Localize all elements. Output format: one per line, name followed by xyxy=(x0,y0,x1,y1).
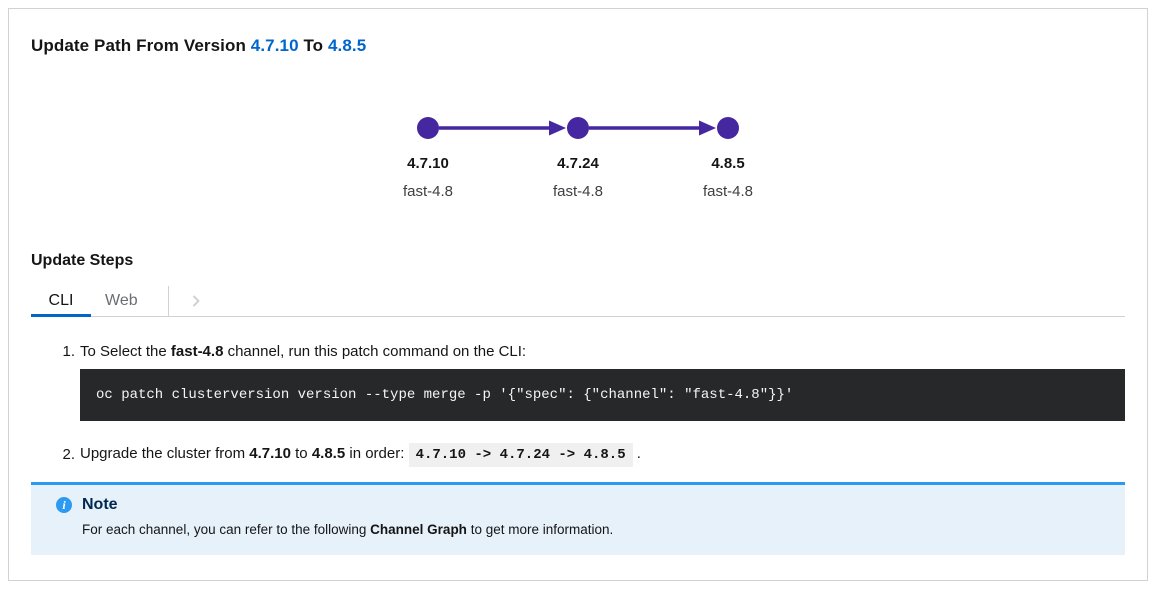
upgrade-order-inline-code: 4.7.10 -> 4.7.24 -> 4.8.5 xyxy=(408,443,633,467)
chevron-right-icon xyxy=(193,295,200,307)
graph-channel-labels: fast-4.8 fast-4.8 fast-4.8 xyxy=(353,183,803,200)
note-body-post: to get more information. xyxy=(466,522,614,537)
graph-node-version: 4.7.24 xyxy=(557,155,599,172)
note-body-pre: For each channel, you can refer to the f… xyxy=(82,522,371,537)
info-circle-icon: i xyxy=(56,497,72,513)
graph-node-3-icon xyxy=(717,117,739,139)
title-prefix: Update Path From Version xyxy=(31,36,251,55)
title-to-version: 4.8.5 xyxy=(328,36,367,55)
step-2-number: 2. xyxy=(62,446,75,463)
graph-node-2-icon xyxy=(567,117,589,139)
graph-arrowhead-2-icon xyxy=(699,120,716,136)
graph-node-version: 4.8.5 xyxy=(711,155,745,172)
page-title: Update Path From Version 4.7.10 To 4.8.5 xyxy=(31,35,1125,57)
note-body: For each channel, you can refer to the f… xyxy=(82,521,1109,539)
steps-tab-bar: CLI Web xyxy=(31,286,1125,317)
step-1: 1. To Select the fast-4.8 channel, run t… xyxy=(31,341,1125,362)
step-2-from-version: 4.7.10 xyxy=(249,445,291,462)
note-channel-graph-label: Channel Graph xyxy=(370,522,467,537)
tab-cli[interactable]: CLI xyxy=(31,286,91,317)
note-alert: i Note For each channel, you can refer t… xyxy=(31,482,1125,555)
patch-command-text: oc patch clusterversion version --type m… xyxy=(96,387,794,403)
note-header: i Note xyxy=(47,496,1109,514)
step-1-text: To Select the fast-4.8 channel, run this… xyxy=(80,341,1125,362)
tab-scroll-right-button[interactable] xyxy=(167,286,224,316)
step-2-text-post: in order: xyxy=(345,445,409,462)
update-path-graph: 4.7.10 4.7.24 4.8.5 fast-4.8 fast-4.8 fa… xyxy=(353,115,803,200)
graph-arrowhead-1-icon xyxy=(549,120,566,136)
step-1-number: 1. xyxy=(62,343,75,360)
step-1-text-pre: To Select the xyxy=(80,343,171,360)
tab-web[interactable]: Web xyxy=(105,292,138,309)
step-1-channel: fast-4.8 xyxy=(170,343,224,360)
graph-node-1-icon xyxy=(417,117,439,139)
step-2: 2. Upgrade the cluster from 4.7.10 to 4.… xyxy=(31,443,1125,467)
step-2-suffix: . xyxy=(632,445,641,462)
step-2-text-pre: Upgrade the cluster from xyxy=(80,445,250,462)
update-path-graph-svg xyxy=(417,117,739,139)
step-1-text-post: channel, run this patch command on the C… xyxy=(223,343,527,360)
graph-node-version: 4.7.10 xyxy=(407,155,449,172)
graph-node-channel: fast-4.8 xyxy=(402,183,454,200)
graph-node-channel: fast-4.8 xyxy=(552,183,604,200)
update-steps-heading: Update Steps xyxy=(31,252,134,269)
update-path-card: Update Path From Version 4.7.10 To 4.8.5… xyxy=(8,8,1148,581)
patch-command-code-block: oc patch clusterversion version --type m… xyxy=(80,369,1125,421)
step-2-text: Upgrade the cluster from 4.7.10 to 4.8.5… xyxy=(80,443,1125,467)
title-from-version: 4.7.10 xyxy=(250,36,299,55)
graph-node-channel: fast-4.8 xyxy=(702,183,754,200)
title-middle: To xyxy=(298,36,328,55)
step-2-to-version: 4.8.5 xyxy=(311,445,346,462)
note-title: Note xyxy=(82,496,118,513)
step-list: 1. To Select the fast-4.8 channel, run t… xyxy=(31,341,1125,467)
step-2-text-mid: to xyxy=(290,445,312,462)
graph-version-labels: 4.7.10 4.7.24 4.8.5 xyxy=(353,155,803,172)
